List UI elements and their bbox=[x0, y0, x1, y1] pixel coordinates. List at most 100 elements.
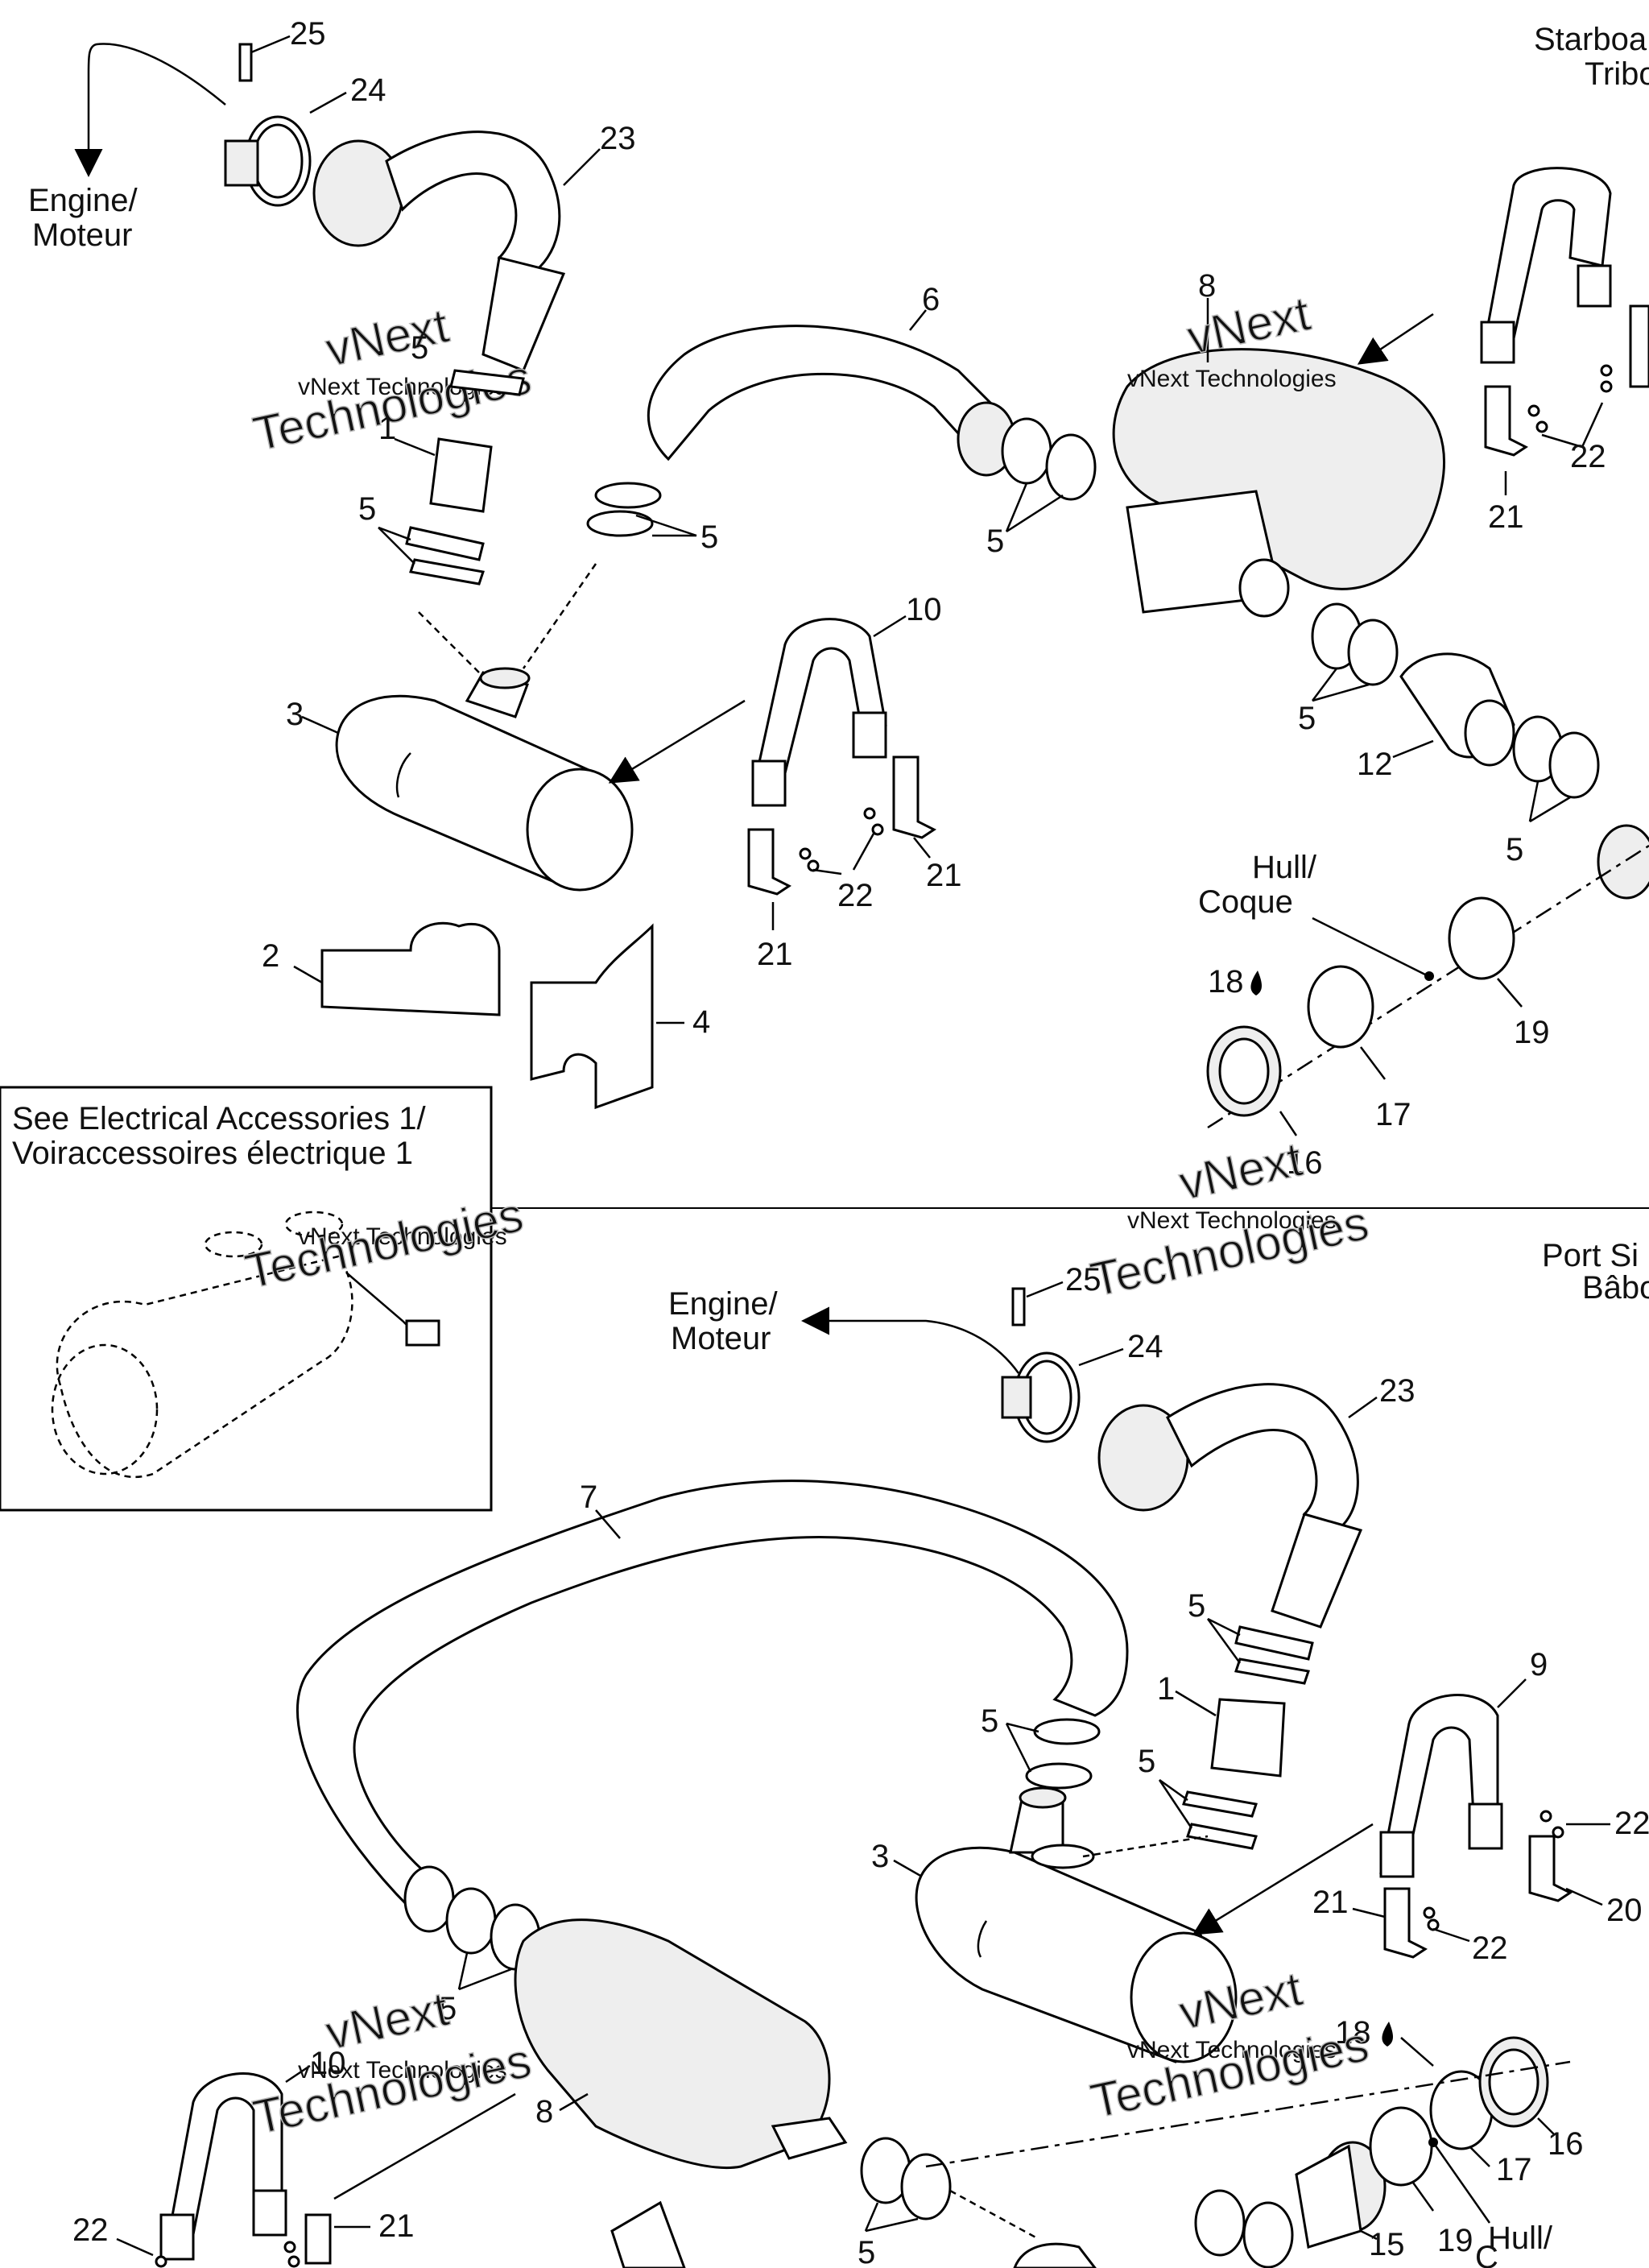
leader-5 bbox=[458, 1968, 512, 1991]
hose-clamp-5 bbox=[1182, 1790, 1258, 1818]
assembly-line bbox=[949, 2189, 1039, 2241]
callout-23: 23 bbox=[1379, 1373, 1415, 1409]
callout-17: 17 bbox=[1375, 1097, 1411, 1132]
leader-8 bbox=[559, 2092, 589, 2112]
bolt-part-22 bbox=[799, 847, 812, 860]
watermark-logo: vNext bbox=[321, 1981, 453, 2059]
callout-9: 9 bbox=[1530, 1647, 1548, 1682]
leader-5 bbox=[865, 2217, 919, 2233]
callout-21: 21 bbox=[1312, 1885, 1349, 1920]
electrical-muffler-inlet bbox=[284, 1211, 344, 1238]
callout-24: 24 bbox=[1127, 1329, 1163, 1364]
electrical-note-box: See Electrical Accessories 1/ Voiraccess… bbox=[0, 1086, 528, 1512]
leader-21 bbox=[1352, 1907, 1386, 1918]
callout-10: 10 bbox=[906, 592, 942, 627]
callout-5: 5 bbox=[701, 519, 718, 555]
leader-5 bbox=[1005, 1723, 1032, 1773]
leader-5 bbox=[1528, 780, 1539, 822]
callout-5: 5 bbox=[981, 1703, 998, 1739]
leader-1 bbox=[1175, 1690, 1217, 1717]
leader-17 bbox=[1360, 1046, 1386, 1080]
bolt-part-22 bbox=[1539, 1810, 1552, 1823]
engine-label: Engine/ bbox=[668, 1286, 779, 1322]
sensor-connector bbox=[405, 1319, 440, 1347]
leader-hull bbox=[1432, 2142, 1491, 2224]
sealant-drop-icon bbox=[1382, 2022, 1393, 2047]
sealant-drop-icon bbox=[1250, 971, 1262, 995]
muffler-end-3 bbox=[1130, 1931, 1238, 2063]
callout-5: 5 bbox=[1188, 1588, 1205, 1624]
strap-bracket-10 bbox=[751, 759, 787, 807]
fitting-body-15 bbox=[1295, 2144, 1362, 2249]
bracket-part-21 bbox=[304, 2213, 332, 2265]
leader-25 bbox=[250, 35, 291, 54]
manifold-lower-23 bbox=[1271, 1513, 1363, 1629]
leader-9 bbox=[1497, 1678, 1527, 1708]
electrical-muffler-inlet bbox=[204, 1231, 263, 1258]
leader-3 bbox=[893, 1859, 923, 1878]
starboard-label: Starboa bbox=[1534, 22, 1647, 57]
assembly-line bbox=[333, 2092, 516, 2200]
callout-5: 5 bbox=[411, 330, 428, 366]
watermark-text: vNext Technologies bbox=[298, 1223, 507, 1250]
bolt-part-22 bbox=[1427, 1918, 1440, 1931]
manifold-inlet-23 bbox=[312, 139, 404, 247]
leader-5 bbox=[635, 514, 697, 537]
hull-label-fr: Coque bbox=[1198, 884, 1293, 920]
muffler-detail-3 bbox=[395, 752, 411, 798]
callout-12: 12 bbox=[1357, 747, 1393, 782]
callout-4: 4 bbox=[692, 1004, 710, 1040]
leader-6 bbox=[909, 309, 927, 331]
watermark-text: vNext Technologies bbox=[298, 2057, 507, 2084]
callout-21: 21 bbox=[926, 858, 962, 893]
bolt-part-22 bbox=[1527, 404, 1540, 417]
outlet-fitting bbox=[1597, 824, 1649, 900]
callout-5: 5 bbox=[1138, 1744, 1155, 1779]
engine-label-fr: Moteur bbox=[671, 1321, 771, 1356]
leader-23 bbox=[563, 148, 601, 186]
callout-5: 5 bbox=[1298, 701, 1316, 736]
sleeve-part-1 bbox=[1210, 1698, 1286, 1778]
leader-20 bbox=[1565, 1887, 1603, 1906]
bracket-part-21 bbox=[747, 828, 791, 896]
watermark-logo: vNext bbox=[1175, 1132, 1307, 1210]
hose-clamp-5 bbox=[586, 510, 654, 537]
callout-5: 5 bbox=[439, 1991, 457, 2026]
bracket-part-21 bbox=[1383, 1887, 1428, 1959]
hose-clamp-5 bbox=[449, 369, 525, 396]
leader-24 bbox=[1078, 1347, 1124, 1367]
manifold-pipe-23 bbox=[1166, 1383, 1359, 1532]
callout-5: 5 bbox=[1506, 832, 1523, 867]
leader-10 bbox=[285, 2064, 311, 2084]
hose-clamp-5 bbox=[594, 482, 662, 509]
hose-part-6 bbox=[647, 325, 1009, 461]
fitting-part-16-inner bbox=[1488, 2048, 1539, 2116]
leader-7 bbox=[595, 1509, 621, 1539]
gasket-part-17 bbox=[1307, 965, 1374, 1049]
callout-24: 24 bbox=[350, 72, 386, 108]
starboard-section: Starboa Tribo Engine/ Moteur 25 24 23 vN… bbox=[28, 16, 1649, 1181]
callout-5: 5 bbox=[358, 491, 376, 527]
bolt-part-22 bbox=[155, 2255, 167, 2268]
fitting-part-16-inner bbox=[1218, 1037, 1270, 1105]
pin-part-25 bbox=[238, 43, 253, 82]
callout-15: 15 bbox=[1369, 2227, 1405, 2262]
leader-5 bbox=[457, 1952, 469, 1990]
bolt-part-22 bbox=[283, 2241, 296, 2254]
leader-23 bbox=[1348, 1396, 1378, 1419]
hull-label: Hull/ bbox=[1488, 2220, 1553, 2256]
leader-22 bbox=[812, 868, 842, 875]
bracket-part bbox=[1629, 304, 1649, 388]
leader-5 bbox=[1005, 482, 1028, 532]
bolt-part-22 bbox=[287, 2255, 300, 2268]
leader-1 bbox=[394, 437, 436, 457]
leader-5 bbox=[1312, 683, 1370, 702]
strap-bracket-9 bbox=[1468, 1802, 1503, 1850]
assembly-line bbox=[418, 611, 480, 673]
leader-22 bbox=[1541, 433, 1583, 449]
watermark-logo: vNext bbox=[321, 298, 453, 376]
leader-25 bbox=[1026, 1281, 1064, 1298]
callout-7: 7 bbox=[580, 1480, 597, 1515]
leader-22 bbox=[1432, 1927, 1470, 1943]
callout-22: 22 bbox=[1570, 439, 1606, 474]
